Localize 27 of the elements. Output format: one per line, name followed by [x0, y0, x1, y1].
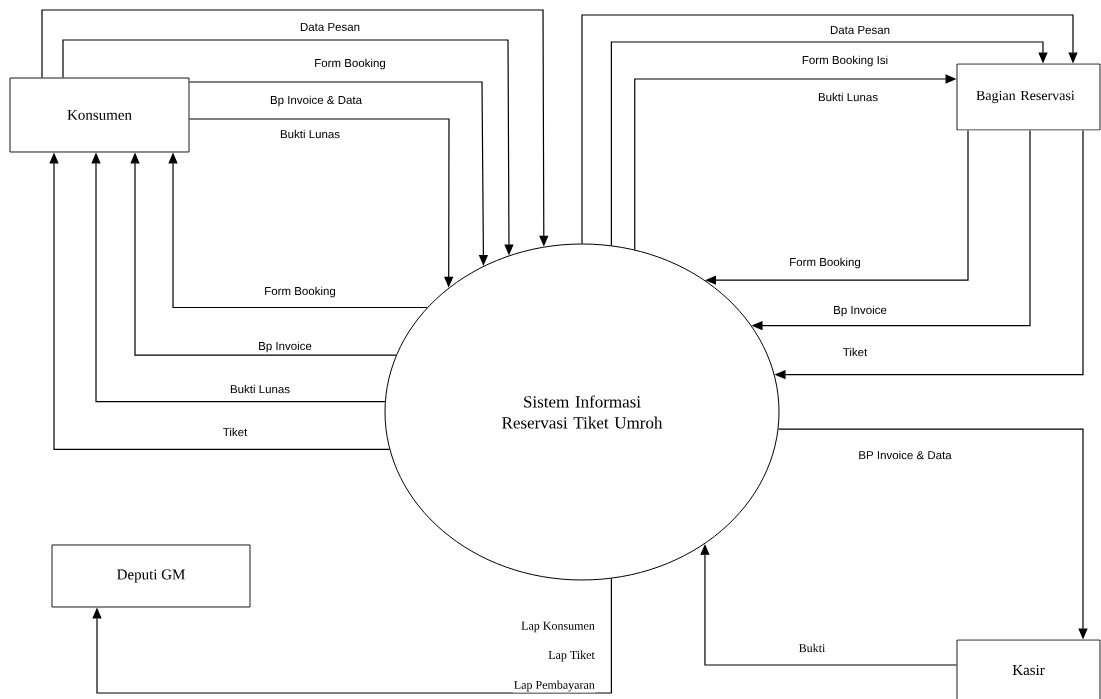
edge-label: Form Booking Isi — [800, 54, 890, 68]
edge-label: Bukti Lunas — [816, 91, 880, 103]
flow-arrow — [610, 41, 1048, 246]
flow-arrow — [581, 14, 1078, 245]
edge-label: Form Booking — [263, 285, 337, 299]
entity-box: Kasir — [956, 639, 1101, 699]
entity-box: Deputi GM — [51, 544, 251, 608]
edge-label: BP Invoice & Data — [857, 449, 953, 461]
edge-label: Bukti Lunas — [278, 128, 342, 140]
edge-label: Bukti Lunas — [228, 383, 292, 395]
edge-label: Form Booking — [313, 57, 387, 71]
edge-label: Bp Invoice & Data — [269, 94, 364, 108]
edge-label: Bukti — [797, 642, 827, 654]
edge-label: Form Booking — [788, 256, 862, 270]
flow-arrow — [705, 129, 969, 285]
edge-label: Tiket — [221, 426, 249, 438]
edge-label: Bp Invoice — [257, 340, 313, 354]
entity-box: Bagian Reservasi — [956, 63, 1101, 131]
edge-label: Tiket — [841, 346, 869, 358]
flow-label: Lap Pembayaran — [512, 679, 596, 693]
edge-label: Lap Konsumen — [520, 620, 596, 634]
flow-label: Lap Tiket — [547, 649, 596, 663]
edge-label: Bp Invoice — [832, 304, 888, 318]
edge-label: Data Pesan — [298, 22, 362, 32]
entity-box: Konsumen — [9, 77, 190, 153]
edge-label: Data Pesan — [828, 25, 892, 35]
flow-arrow — [92, 578, 612, 694]
